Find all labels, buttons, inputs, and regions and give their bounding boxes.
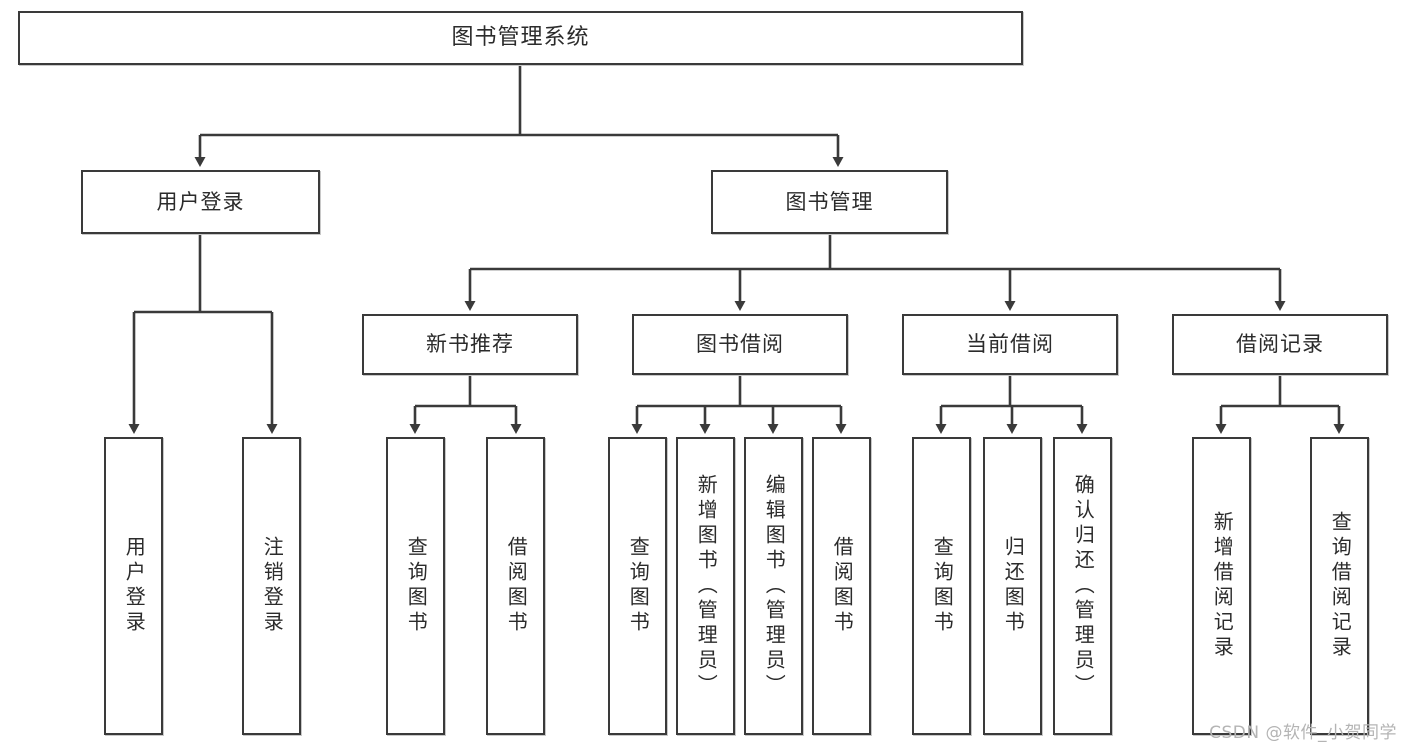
node-leaf-user-login[interactable]: 用户登录: [104, 437, 163, 735]
node-new-book-recommend[interactable]: 新书推荐: [362, 314, 578, 375]
node-leaf-confirm-return-admin[interactable]: 确认归还（管理员）: [1053, 437, 1112, 735]
node-leaf-add-book-admin[interactable]: 新增图书（管理员）: [676, 437, 735, 735]
node-user-login[interactable]: 用户登录: [81, 170, 320, 234]
node-leaf-edit-book-admin[interactable]: 编辑图书（管理员）: [744, 437, 803, 735]
node-book-management[interactable]: 图书管理: [711, 170, 948, 234]
node-borrow-record[interactable]: 借阅记录: [1172, 314, 1388, 375]
node-leaf-borrow-book-recommend[interactable]: 借阅图书: [486, 437, 545, 735]
node-leaf-query-book-borrow[interactable]: 查询图书: [608, 437, 667, 735]
node-leaf-return-book[interactable]: 归还图书: [983, 437, 1042, 735]
node-book-borrow[interactable]: 图书借阅: [632, 314, 848, 375]
node-leaf-query-borrow-record[interactable]: 查询借阅记录: [1310, 437, 1369, 735]
node-leaf-logout[interactable]: 注销登录: [242, 437, 301, 735]
node-leaf-add-borrow-record[interactable]: 新增借阅记录: [1192, 437, 1251, 735]
node-leaf-query-book-recommend[interactable]: 查询图书: [386, 437, 445, 735]
node-leaf-query-book-current[interactable]: 查询图书: [912, 437, 971, 735]
node-root-system[interactable]: 图书管理系统: [18, 11, 1023, 65]
node-current-borrow[interactable]: 当前借阅: [902, 314, 1118, 375]
node-leaf-borrow-book[interactable]: 借阅图书: [812, 437, 871, 735]
